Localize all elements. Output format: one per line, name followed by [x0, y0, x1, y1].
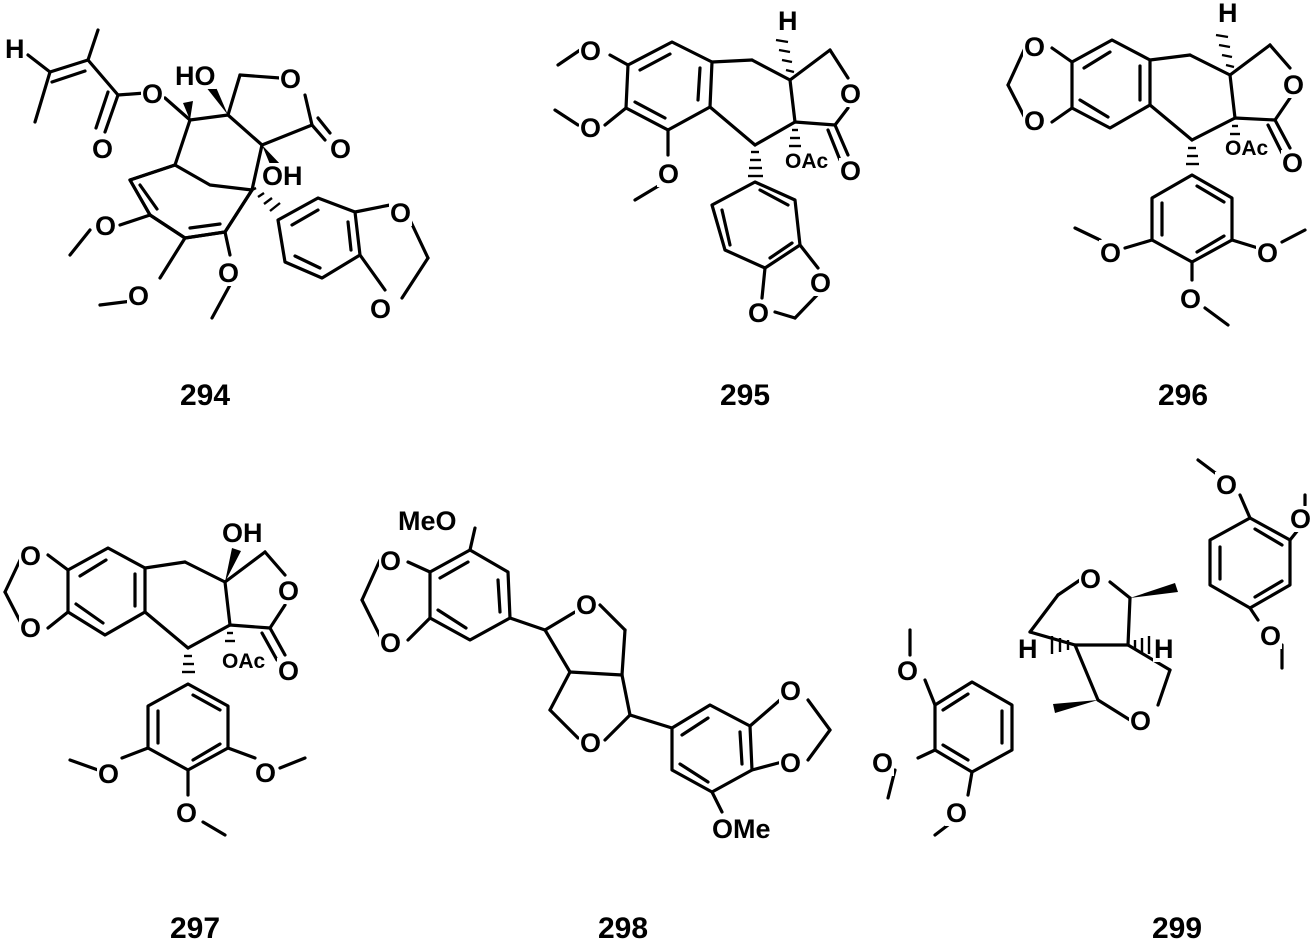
label-295-ome2: O — [580, 113, 601, 143]
label-294-o-carbonyl1: O — [92, 134, 113, 164]
label-294-o-carbonyl2: O — [330, 134, 351, 164]
label-295-o-dioxole2: O — [748, 298, 769, 328]
label-298-o-furan1: O — [576, 590, 597, 620]
label-295-h: H — [778, 6, 798, 36]
label-299-ome2: O — [1290, 504, 1311, 534]
label-298-o-furan2: O — [580, 728, 601, 758]
label-298-o-dioxole3: O — [780, 676, 801, 706]
label-299-o-furan1: O — [1080, 564, 1101, 594]
label-299-h1: H — [1018, 634, 1038, 664]
label-297-o-ring: O — [278, 576, 299, 606]
label-294-h: H — [5, 34, 25, 64]
label-296-h: H — [1218, 0, 1238, 28]
label-296-o-ring: O — [1283, 70, 1304, 100]
compound-id-297: 297 — [170, 912, 220, 941]
label-298-o-dioxole2: O — [380, 628, 401, 658]
label-298-meo: MeO — [398, 506, 457, 536]
compound-id-298: 298 — [598, 912, 648, 941]
label-297-o-carbonyl: O — [278, 656, 299, 686]
label-295-ome1: O — [580, 36, 601, 66]
compound-296: H O O O O OAc O O O 296 — [1006, 0, 1307, 412]
label-299-ome3: O — [1260, 621, 1281, 651]
label-299-ome6: O — [946, 798, 967, 828]
compound-id-299: 299 — [1152, 912, 1202, 941]
label-299-ome4: O — [897, 656, 918, 686]
compound-298: MeO O O O O O O OMe 298 — [360, 506, 832, 941]
label-299-ome5: O — [872, 748, 893, 778]
label-294-o-ester: O — [142, 79, 163, 109]
label-294-ome3: O — [218, 258, 239, 288]
compound-id-296: 296 — [1158, 379, 1208, 412]
label-297-ome3: O — [176, 798, 197, 828]
label-298-ome: OMe — [712, 814, 771, 844]
label-296-o-dioxole2: O — [1024, 106, 1045, 136]
label-294-ome1: O — [95, 211, 116, 241]
label-297-oh: OH — [222, 518, 263, 548]
label-297-ome2: O — [255, 758, 276, 788]
label-298-o-dioxole4: O — [780, 748, 801, 778]
label-299-h2: H — [1154, 634, 1174, 664]
compound-id-295: 295 — [720, 379, 770, 412]
label-295-o-carbonyl: O — [840, 156, 861, 186]
label-294-oh2: OH — [262, 161, 303, 191]
label-295-oac: OAc — [785, 150, 829, 173]
label-296-oac: OAc — [1225, 137, 1269, 160]
compound-id-294: 294 — [180, 379, 230, 412]
label-297-o-dioxole1: O — [20, 541, 41, 571]
label-296-ome1: O — [1100, 238, 1121, 268]
label-296-o-dioxole1: O — [1024, 32, 1045, 62]
label-294-o-dioxole1: O — [390, 198, 411, 228]
label-297-ome1: O — [98, 759, 119, 789]
compound-295: H O O O O O OAc O O 295 — [553, 6, 863, 412]
label-295-ome3: O — [658, 159, 679, 189]
label-299-o-furan2: O — [1130, 706, 1151, 736]
label-294-o-ring: O — [280, 64, 301, 94]
label-297-o-dioxole2: O — [20, 613, 41, 643]
compound-297: OH O O O O OAc O O O 297 — [3, 518, 307, 941]
label-297-oac: OAc — [222, 650, 266, 673]
label-294-o-dioxole2: O — [370, 294, 391, 324]
label-296-ome2: O — [1257, 238, 1278, 268]
compound-299: O O O O O H H O O O 299 — [871, 458, 1311, 941]
label-296-ome3: O — [1180, 284, 1201, 314]
label-296-o-carbonyl: O — [1282, 148, 1303, 178]
label-294-ome2: O — [128, 281, 149, 311]
label-298-o-dioxole1: O — [380, 546, 401, 576]
label-294-oh1: HO — [175, 61, 216, 91]
compound-294: H O O HO O O OH O O O O O 294 — [4, 28, 430, 412]
label-295-o-dioxole1: O — [810, 268, 831, 298]
label-299-ome1: O — [1216, 470, 1237, 500]
label-295-o-ring: O — [840, 79, 861, 109]
